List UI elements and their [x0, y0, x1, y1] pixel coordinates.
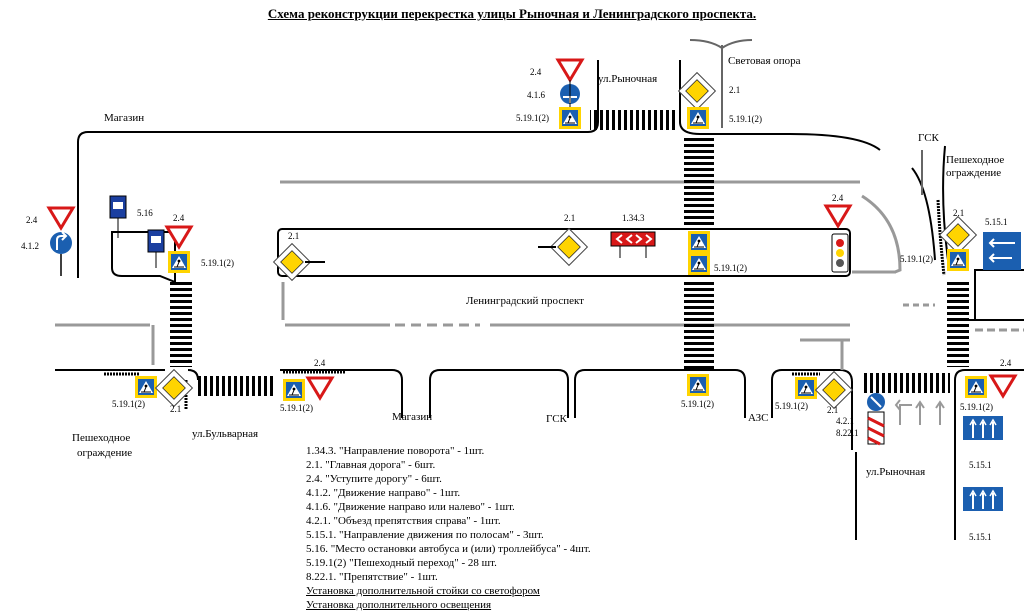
sign-lanes-bottom-2-icon [963, 487, 1003, 511]
svg-text:2.1: 2.1 [827, 405, 838, 415]
svg-text:2.4: 2.4 [26, 215, 38, 225]
svg-text:2.1: 2.1 [953, 208, 964, 218]
sign-ped-bottom-center [686, 373, 710, 397]
sign-lanes-bottom-1-icon [963, 416, 1003, 440]
label-rynochnaya-top: ул.Рыночная [598, 73, 657, 85]
bus-stop-sign-2-icon [147, 229, 165, 268]
lane-arrows [894, 399, 945, 425]
sign-ped-median-2 [687, 252, 711, 276]
label-magazin-top: Магазин [104, 112, 144, 124]
sign-ped-top-right [686, 106, 710, 130]
label-leningradsky: Ленинградский проспект [466, 295, 584, 307]
scheme-title: Схема реконструкции перекрестка улицы Ры… [267, 6, 757, 21]
svg-text:2.1: 2.1 [288, 231, 299, 241]
svg-text:4.1.2: 4.1.2 [21, 241, 39, 251]
legend: 1.34.3. "Направление поворота" - 1шт. 2.… [306, 444, 591, 612]
legend-item: 2.1. "Главная дорога" - 6шт. [306, 459, 436, 471]
svg-text:4.1.6: 4.1.6 [527, 90, 546, 100]
label-gsk-top: ГСК [918, 132, 940, 144]
svg-text:5.15.1: 5.15.1 [985, 217, 1008, 227]
legend-item: 4.2.1. "Объезд препятствия справа" - 1шт… [306, 515, 501, 527]
legend-item: 4.1.2. "Движение направо" - 1шт. [306, 487, 461, 499]
sign-main-azs [815, 371, 853, 409]
place-labels: Магазин ул.Рыночная Световая опора ГСК П… [72, 55, 1004, 478]
sign-ped-median-1 [687, 230, 711, 254]
legend-extra-traffic-light: Установка дополнительной стойки со свето… [306, 585, 540, 597]
road-outlines [55, 60, 1024, 540]
svg-text:5.19.1(2): 5.19.1(2) [516, 113, 549, 123]
bus-stop-sign-icon [109, 195, 127, 238]
sign-turn-direction-icon [610, 231, 656, 258]
label-gsk-bottom: ГСК [546, 413, 568, 425]
sign-ped-bottom-right [964, 375, 988, 399]
sign-yield-top [556, 58, 584, 82]
label-fence-left-2: ограждение [77, 447, 132, 459]
svg-text:5.19.1(2): 5.19.1(2) [729, 114, 762, 124]
sign-ped-bus [167, 250, 191, 274]
sign-obstacle-icon [867, 411, 885, 446]
label-rynochnaya-bottom: ул.Рыночная [866, 466, 925, 478]
svg-text:5.19.1(2): 5.19.1(2) [112, 399, 145, 409]
sign-turn-right-icon [50, 231, 72, 254]
sign-yield-left [47, 206, 75, 230]
sign-ped-bottom-left [134, 375, 158, 399]
label-bulvarnaya: ул.Бульварная [192, 428, 258, 440]
label-light-pole: Световая опора [728, 55, 801, 67]
legend-item: 5.16. "Место остановки автобуса и (или) … [306, 543, 591, 555]
svg-text:5.19.1(2): 5.19.1(2) [775, 401, 808, 411]
svg-text:2.4: 2.4 [530, 67, 542, 77]
svg-text:8.22.1: 8.22.1 [836, 428, 859, 438]
svg-text:4.2.1: 4.2.1 [836, 416, 854, 426]
svg-text:5.15.1: 5.15.1 [969, 460, 992, 470]
sign-code-labels: 2.4 4.1.6 5.19.1(2) 2.1 5.19.1(2) 2.4 4.… [21, 67, 1012, 542]
legend-item: 8.22.1. "Препятствие" - 1шт. [306, 571, 438, 583]
sign-main-top [678, 72, 716, 110]
label-magazin-bottom: Магазин [392, 411, 432, 423]
legend-item: 1.34.3. "Направление поворота" - 1шт. [306, 445, 485, 457]
svg-text:5.16: 5.16 [137, 208, 153, 218]
sign-ped-right [946, 248, 970, 272]
label-fence-right-2: ограждение [946, 167, 1001, 179]
svg-text:2.4: 2.4 [314, 358, 326, 368]
sign-ped-bottom-mid [282, 378, 306, 402]
svg-text:5.19.1(2): 5.19.1(2) [714, 263, 747, 273]
traffic-light-icon [831, 233, 849, 273]
sign-yield-bottom-right [989, 374, 1017, 398]
sign-lanes-right-icon [983, 232, 1021, 270]
svg-text:5.15.1: 5.15.1 [969, 532, 992, 542]
svg-text:2.1: 2.1 [564, 213, 575, 223]
bus-stop-island [111, 231, 176, 284]
legend-item: 5.15.1. "Направление движения по полосам… [306, 529, 544, 541]
crosswalks [170, 110, 969, 396]
label-fence-right-1: Пешеходное [946, 154, 1004, 166]
legend-item: 2.4. "Уступите дорогу" - 6шт. [306, 473, 442, 485]
legend-item: 4.1.6. "Движение направо или налево" - 1… [306, 501, 515, 513]
svg-text:5.19.1(2): 5.19.1(2) [681, 399, 714, 409]
lane-markings [55, 180, 1024, 370]
label-fence-left-1: Пешеходное [72, 432, 130, 444]
sign-main-bottom-left [155, 369, 193, 407]
svg-text:2.4: 2.4 [173, 213, 185, 223]
light-pole-icon [689, 39, 753, 128]
sign-ped-top [558, 106, 582, 130]
svg-text:5.19.1(2): 5.19.1(2) [201, 258, 234, 268]
sign-yield-median-right [824, 204, 852, 228]
svg-text:5.19.1(2): 5.19.1(2) [900, 254, 933, 264]
svg-text:5.19.1(2): 5.19.1(2) [960, 402, 993, 412]
label-azs: АЗС [748, 412, 769, 424]
legend-extra-lighting: Установка дополнительного освещения [306, 599, 492, 611]
sign-ped-azs [794, 376, 818, 400]
svg-text:2.1: 2.1 [170, 404, 181, 414]
svg-text:1.34.3: 1.34.3 [622, 213, 645, 223]
svg-text:5.19.1(2): 5.19.1(2) [280, 403, 313, 413]
svg-text:2.4: 2.4 [1000, 358, 1012, 368]
svg-text:2.4: 2.4 [832, 193, 844, 203]
sign-yield-bottom-mid [306, 376, 334, 400]
sign-keep-right-icon [867, 393, 885, 411]
legend-item: 5.19.1(2) "Пешеходный переход" - 28 шт. [306, 557, 497, 569]
svg-text:2.1: 2.1 [729, 85, 740, 95]
